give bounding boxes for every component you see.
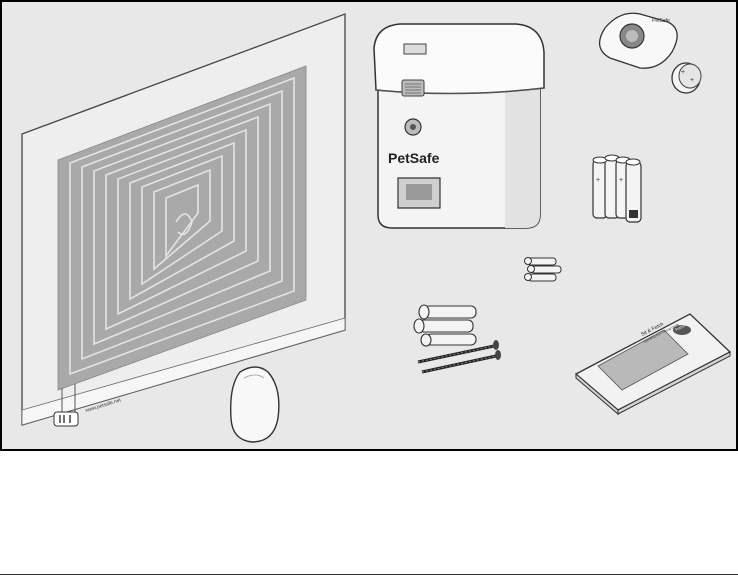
svg-text:+: + xyxy=(596,177,600,184)
small-anchors-icon xyxy=(525,258,562,282)
batteries-icon: + + xyxy=(593,155,641,222)
svg-text:+: + xyxy=(619,177,623,184)
product-contents-illustration: www.petsafe.net PetSafe xyxy=(0,0,738,455)
svg-text:+: + xyxy=(681,69,685,76)
pebble-icon xyxy=(231,367,279,442)
feeder-brand-label: PetSafe xyxy=(388,150,440,166)
coin-battery-icon: + + xyxy=(672,63,701,93)
feeder-icon: PetSafe xyxy=(374,24,544,228)
svg-text:+: + xyxy=(690,77,694,84)
footer-rule xyxy=(0,574,738,575)
remote-label: PetSafe xyxy=(652,18,670,24)
